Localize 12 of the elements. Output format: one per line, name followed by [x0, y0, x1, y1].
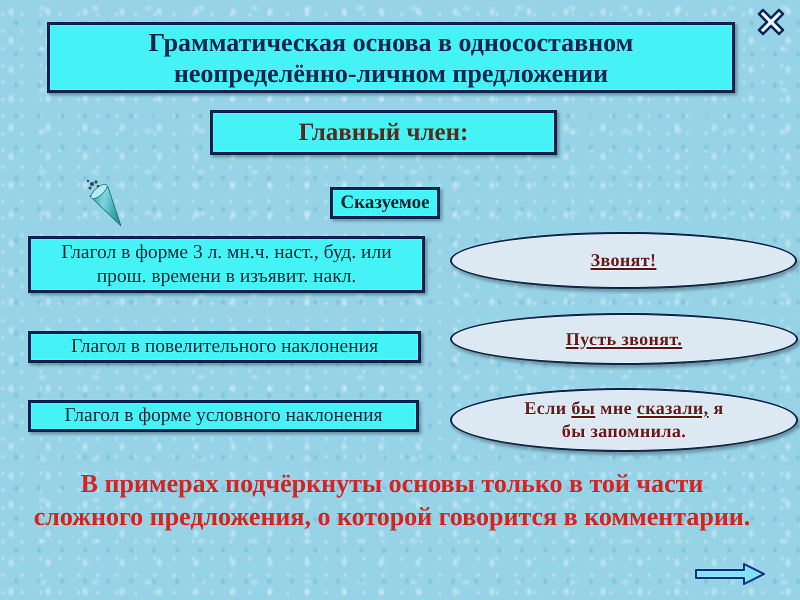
example-sentence: Если бы мне сказали, я бы запомнила. [523, 397, 725, 443]
example-sentence: Звонят! [590, 249, 656, 272]
note-text: В примерах подчёркнуты основы только в той части сложного предложения, о которой говорится в комментарии. [32, 468, 752, 533]
heading-box [210, 110, 557, 155]
rule-text: Глагол в форме условного наклонения [64, 404, 382, 428]
heading-text: Главный член: [298, 118, 468, 146]
example-sentence: Пусть звонят. [566, 328, 682, 350]
slide-title: Грамматическая основа в односоставном неопределённо-личном предложении [148, 26, 634, 88]
category-text: Сказуемое [340, 192, 430, 214]
rule-text: Глагол в повелительного наклонения [70, 335, 378, 359]
rule-text: Глагол в форме 3 л. мн.ч. наст., буд. или прош. времени в изъявит. накл. [60, 240, 393, 288]
category-box [330, 187, 440, 219]
